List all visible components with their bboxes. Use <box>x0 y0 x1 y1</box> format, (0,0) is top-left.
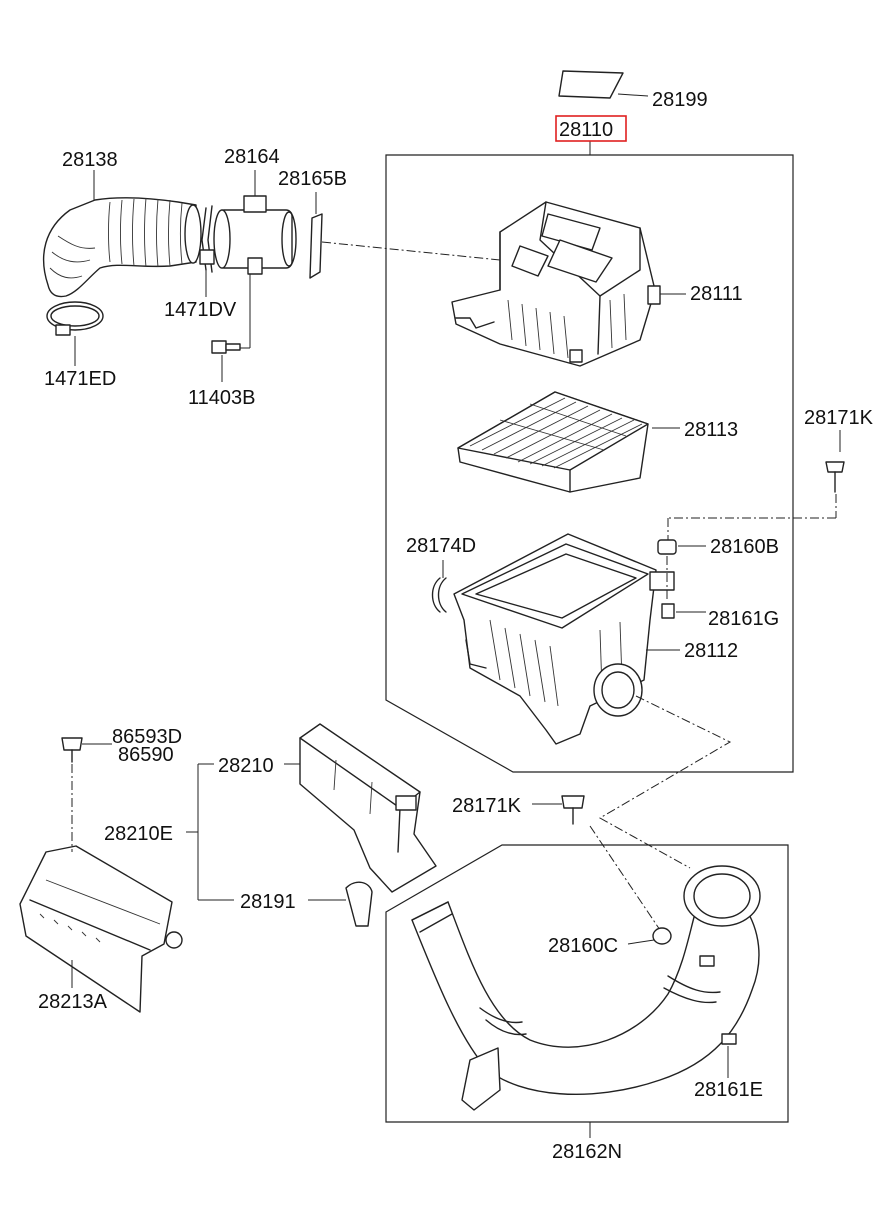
label-28210E[interactable]: 28210E <box>104 823 173 845</box>
label-11403B[interactable]: 11403B <box>188 387 255 409</box>
label-28161E[interactable]: 28161E <box>694 1079 763 1101</box>
label-28171K-mid[interactable]: 28171K <box>452 795 522 817</box>
shield-screw-part <box>61 737 112 852</box>
intake-hose-part <box>42 170 202 298</box>
label-1471ED[interactable]: 1471ED <box>44 368 116 390</box>
mounting-bolt-mid-part <box>532 795 661 931</box>
label-28161G[interactable]: 28161G <box>708 608 779 630</box>
part-labels: 28199 28110 28138 28164 28165B 28111 147… <box>38 89 874 1163</box>
label-28112[interactable]: 28112 <box>684 640 738 662</box>
air-cleaner-body-part <box>453 533 680 745</box>
mounting-bolt-top-part <box>667 430 845 540</box>
label-28113[interactable]: 28113 <box>684 419 738 441</box>
drain-hose-part <box>308 881 373 927</box>
label-28174D[interactable]: 28174D <box>406 535 476 557</box>
label-28162N[interactable]: 28162N <box>552 1141 622 1163</box>
intake-duct-lower-part <box>411 865 761 1111</box>
label-86593D[interactable]: 86593D <box>112 726 182 748</box>
label-28138[interactable]: 28138 <box>62 149 118 171</box>
label-28111[interactable]: 28111 <box>690 283 743 305</box>
label-28191[interactable]: 28191 <box>240 891 296 913</box>
gasket-part <box>309 192 323 279</box>
label-sticker-part <box>558 70 649 99</box>
label-28160C[interactable]: 28160C <box>548 935 618 957</box>
highlight-box-28110 <box>555 115 627 142</box>
air-duct-part <box>284 723 437 893</box>
sensor-bolt-part <box>211 340 241 382</box>
label-28213A[interactable]: 28213A <box>38 991 108 1013</box>
label-28210[interactable]: 28210 <box>218 755 274 777</box>
heat-shield-part <box>19 845 183 1013</box>
hose-clamp-left-part <box>46 301 104 366</box>
label-28199[interactable]: 28199 <box>652 89 708 111</box>
hose-clamp-right-part <box>199 205 215 297</box>
label-1471DV[interactable]: 1471DV <box>164 299 237 321</box>
air-flow-sensor-part <box>213 170 297 349</box>
air-cleaner-cover-part <box>451 201 686 367</box>
label-28160B[interactable]: 28160B <box>710 536 779 558</box>
callout-bracket <box>186 763 234 901</box>
retaining-clip-part <box>431 560 447 613</box>
label-28171K-top[interactable]: 28171K <box>804 407 874 429</box>
grommet-top-part <box>657 539 706 600</box>
label-28164[interactable]: 28164 <box>224 146 280 168</box>
air-cleaner-assembly-frame <box>385 154 794 773</box>
air-filter-element-part <box>457 391 680 493</box>
label-86590[interactable]: 86590 <box>118 744 174 766</box>
label-28165B[interactable]: 28165B <box>278 168 347 190</box>
collar-top-part <box>661 603 706 619</box>
grommet-lower-part <box>627 927 672 945</box>
label-28110[interactable]: 28110 <box>559 119 613 141</box>
intake-duct-assembly-frame <box>385 844 789 1123</box>
